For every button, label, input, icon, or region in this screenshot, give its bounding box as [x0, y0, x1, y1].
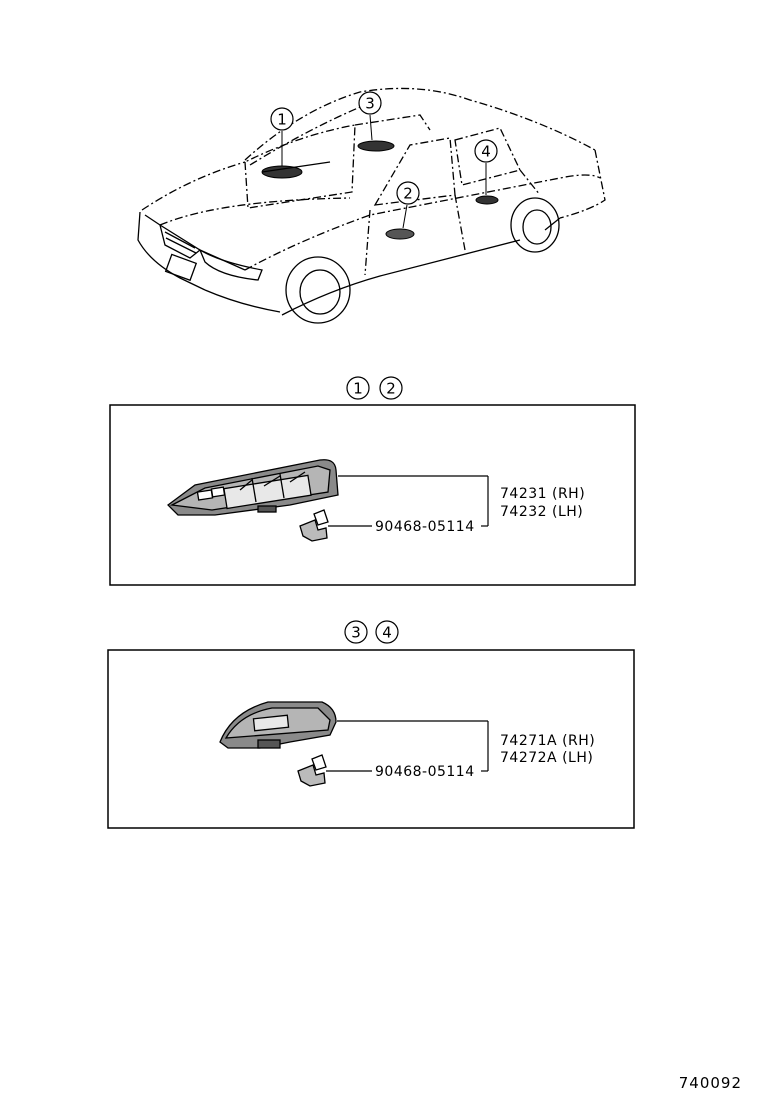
switch-location-4 [475, 195, 499, 205]
clip-part-1: 90468-05114 [375, 519, 475, 535]
callout-2-label: 2 [403, 185, 413, 203]
clip-icon-2 [297, 754, 327, 787]
group-1-2-frame [109, 404, 636, 586]
leaders-group-2 [326, 720, 489, 772]
car-illustration [137, 87, 606, 324]
group-header-1-2-a: 1 [353, 380, 363, 398]
single-window-switch-icon [219, 701, 337, 749]
callout-3-label: 3 [365, 95, 375, 113]
switch-location-3 [357, 140, 395, 152]
switch-location-markers [261, 140, 499, 240]
clip-icon-1 [299, 509, 329, 542]
switch-part-rh-2: 74271A (RH) [500, 733, 595, 749]
group-header-1-2: 1 2 [346, 376, 403, 400]
callout-2: 2 [396, 181, 420, 205]
switch-part-lh-2: 74272A (LH) [500, 750, 593, 766]
group-header-3-4: 3 4 [344, 620, 399, 644]
callout-1-label: 1 [277, 111, 287, 129]
clip-part-2: 90468-05114 [375, 764, 475, 780]
callout-1: 1 [270, 107, 294, 131]
switch-location-2 [385, 228, 415, 240]
group-header-1-2-b: 2 [386, 380, 396, 398]
switch-part-lh-1: 74232 (LH) [500, 504, 583, 520]
group-header-3-4-a: 3 [351, 624, 361, 642]
callout-3: 3 [358, 91, 382, 115]
switch-location-1 [261, 165, 303, 179]
group-3-4-frame [107, 649, 635, 829]
callout-4-label: 4 [481, 143, 491, 161]
callout-4: 4 [474, 139, 498, 163]
group-header-3-4-b: 4 [382, 624, 392, 642]
switch-part-rh-1: 74231 (RH) [500, 486, 585, 502]
drawing-reference-number: 740092 [679, 1074, 742, 1092]
master-window-switch-icon [167, 459, 339, 516]
leaders-group-1 [328, 475, 489, 527]
